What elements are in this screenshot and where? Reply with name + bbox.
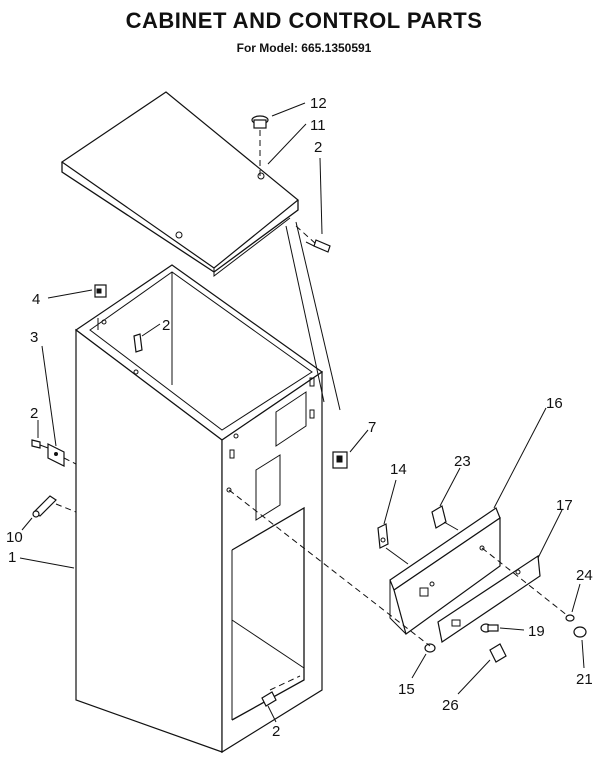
screw-part-2-upper <box>305 239 331 253</box>
callout-19: 19 <box>528 623 545 640</box>
callout-12: 12 <box>310 95 327 112</box>
clip-part-14 <box>377 523 389 549</box>
callout-2-left: 2 <box>30 405 38 422</box>
knob-part-21 <box>573 626 587 638</box>
callout-15: 15 <box>398 681 415 698</box>
bracket-part-3 <box>47 443 65 467</box>
diagram-title: CABINET AND CONTROL PARTS <box>125 8 483 33</box>
shaft-part-19 <box>480 623 499 633</box>
latch-part-7 <box>332 451 348 469</box>
bumper-part-12 <box>251 115 269 129</box>
callout-21: 21 <box>576 671 593 688</box>
knob-part-26 <box>489 643 507 663</box>
callout-16: 16 <box>546 395 563 412</box>
callout-4: 4 <box>32 291 40 308</box>
assembly-lines <box>55 130 569 691</box>
callout-leaders <box>19 102 585 723</box>
callout-3: 3 <box>30 329 38 346</box>
callout-11: 11 <box>310 117 326 134</box>
callout-2-bottom: 2 <box>272 723 280 740</box>
screw-part-2-left <box>31 439 49 449</box>
screw-part-2-inside <box>133 333 143 353</box>
panel-overlay-17 <box>437 554 541 644</box>
cabinet-body <box>74 264 324 754</box>
cabinet-top-lid <box>60 91 299 278</box>
callout-23: 23 <box>454 453 471 470</box>
hinge-part-10 <box>32 495 57 518</box>
callout-17: 17 <box>556 497 573 514</box>
clip-part-4 <box>94 284 107 298</box>
screw-part-2-bottom <box>261 691 277 707</box>
callout-2-inside: 2 <box>162 317 170 334</box>
callout-10: 10 <box>6 529 23 546</box>
switch-part-23 <box>431 505 447 529</box>
callout-7: 7 <box>368 419 376 436</box>
callout-labels: 12 11 2 4 3 2 2 10 1 7 16 14 23 17 24 19… <box>6 95 593 740</box>
model-subtitle: For Model: 665.1350591 <box>236 41 372 55</box>
callout-2-lid: 2 <box>314 139 322 156</box>
screw-part-15 <box>424 643 436 653</box>
callout-1: 1 <box>8 549 16 566</box>
callout-24: 24 <box>576 567 593 584</box>
callout-26: 26 <box>442 697 459 714</box>
callout-14: 14 <box>390 461 407 478</box>
control-panel-16 <box>389 507 501 635</box>
washer-part-24 <box>565 614 575 622</box>
